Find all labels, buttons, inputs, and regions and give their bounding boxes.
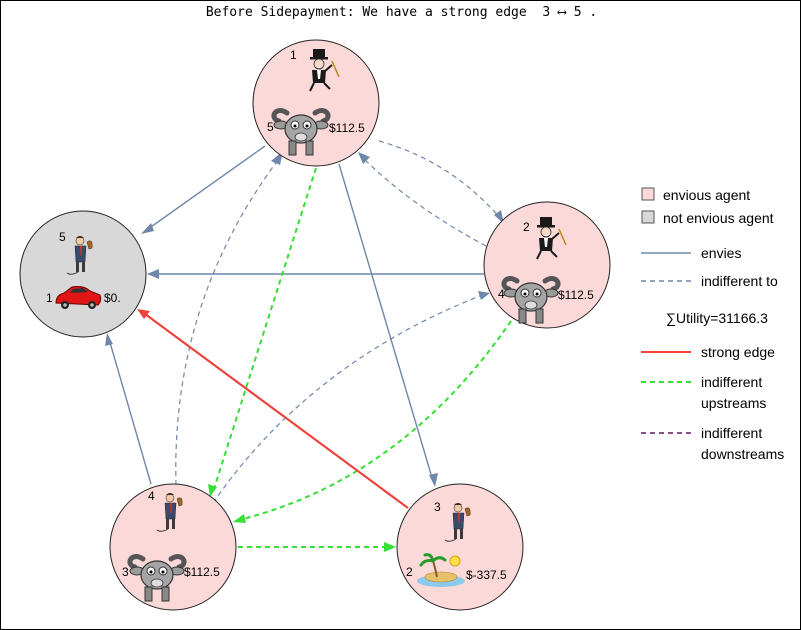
edges <box>105 140 512 552</box>
edge-envies-bottomleft-left <box>108 338 152 485</box>
arrowhead-envies-left-2 <box>147 269 159 279</box>
node-bottom-right-money: $-337.5 <box>466 568 507 582</box>
legend-upstream-label-1: indifferent <box>701 374 762 390</box>
title-text: Before Sidepayment: We have a strong edg… <box>205 5 527 20</box>
edge-indifferent-top-right <box>378 140 502 220</box>
arrowhead-strong-left <box>137 309 150 319</box>
node-right-top-num: 2 <box>523 220 530 234</box>
arrowhead-indifferent-right <box>494 210 504 224</box>
legend-not-envious-swatch <box>641 210 655 224</box>
page-title: Before Sidepayment: We have a strong edg… <box>1 5 800 20</box>
edge-upstream-top-bottomleft <box>212 167 317 493</box>
arrowhead-upstream-bottomright <box>384 542 396 552</box>
edge-indifferent-right-top <box>360 155 487 247</box>
node-bottom-right: 3 2 $-337.5 <box>396 483 524 611</box>
arrowhead-envies-left-1 <box>141 223 154 234</box>
arrowhead-upstream-bottomleft-1 <box>208 484 217 497</box>
node-right-bottom-num: 4 <box>498 287 505 301</box>
edge-indifferent-bottomleft-top <box>175 155 282 486</box>
edge-upstream-right-bottomleft <box>234 320 512 522</box>
title-suffix: . <box>589 5 598 20</box>
node-bottom-left-top-num: 4 <box>148 489 155 503</box>
edge-envies-top-bottomright <box>338 163 434 482</box>
node-right: 2 4 $112.5 <box>483 201 611 329</box>
legend-downstream-label-2: downstreams <box>701 446 784 462</box>
legend-downstream-label-1: indifferent <box>701 425 762 441</box>
legend-envious-swatch <box>641 187 655 201</box>
legend-not-envious-label: not envious agent <box>663 210 774 226</box>
legend: envious agent not envious agent envies i… <box>641 187 784 462</box>
title-arrow: ⟷ <box>558 5 566 20</box>
node-bottom-right-circle <box>396 483 524 611</box>
arrowhead-upstream-bottomleft-2 <box>233 514 246 523</box>
legend-envies-label: envies <box>701 245 741 261</box>
node-top-bottom-num: 5 <box>267 120 274 134</box>
arrowhead-envies-bottomright <box>429 473 438 487</box>
legend-indifferent-label: indifferent to <box>701 273 778 289</box>
node-left-bottom-num: 1 <box>46 291 53 305</box>
arrowhead-envies-left-3 <box>105 333 113 346</box>
legend-upstream-label-2: upstreams <box>701 395 766 411</box>
node-top-top-num: 1 <box>290 48 297 62</box>
node-top: 1 5 $112.5 <box>252 39 380 167</box>
node-right-money: $112.5 <box>558 288 594 302</box>
node-bottom-left-bottom-num: 3 <box>122 565 129 579</box>
node-left-top-num: 5 <box>59 230 66 244</box>
node-top-circle <box>252 39 380 167</box>
utility-sum: ∑Utility=31166.3 <box>666 310 768 326</box>
node-bottom-left-money: $112.5 <box>184 565 220 579</box>
node-bottom-right-top-num: 3 <box>434 500 441 514</box>
arrowhead-indifferent-right-2 <box>478 291 490 300</box>
node-top-money: $112.5 <box>329 121 365 135</box>
node-left: 5 1 $0. <box>19 210 147 338</box>
edge-strong-bottomright-left <box>140 310 409 509</box>
node-bottom-right-bottom-num: 2 <box>406 565 413 579</box>
legend-strong-label: strong edge <box>701 344 775 360</box>
arrowhead-indifferent-top-1 <box>358 152 370 164</box>
node-bottom-left: 4 3 $112.5 <box>109 483 237 611</box>
edge-indifferent-bottomleft-right <box>212 293 486 504</box>
title-edge-from: 3 <box>542 5 551 20</box>
legend-envious-label: envious agent <box>663 187 750 203</box>
node-left-money: $0. <box>104 291 121 305</box>
title-edge-to: 5 <box>573 5 582 20</box>
node-left-circle <box>19 210 147 338</box>
edge-envies-top-left <box>147 145 266 230</box>
